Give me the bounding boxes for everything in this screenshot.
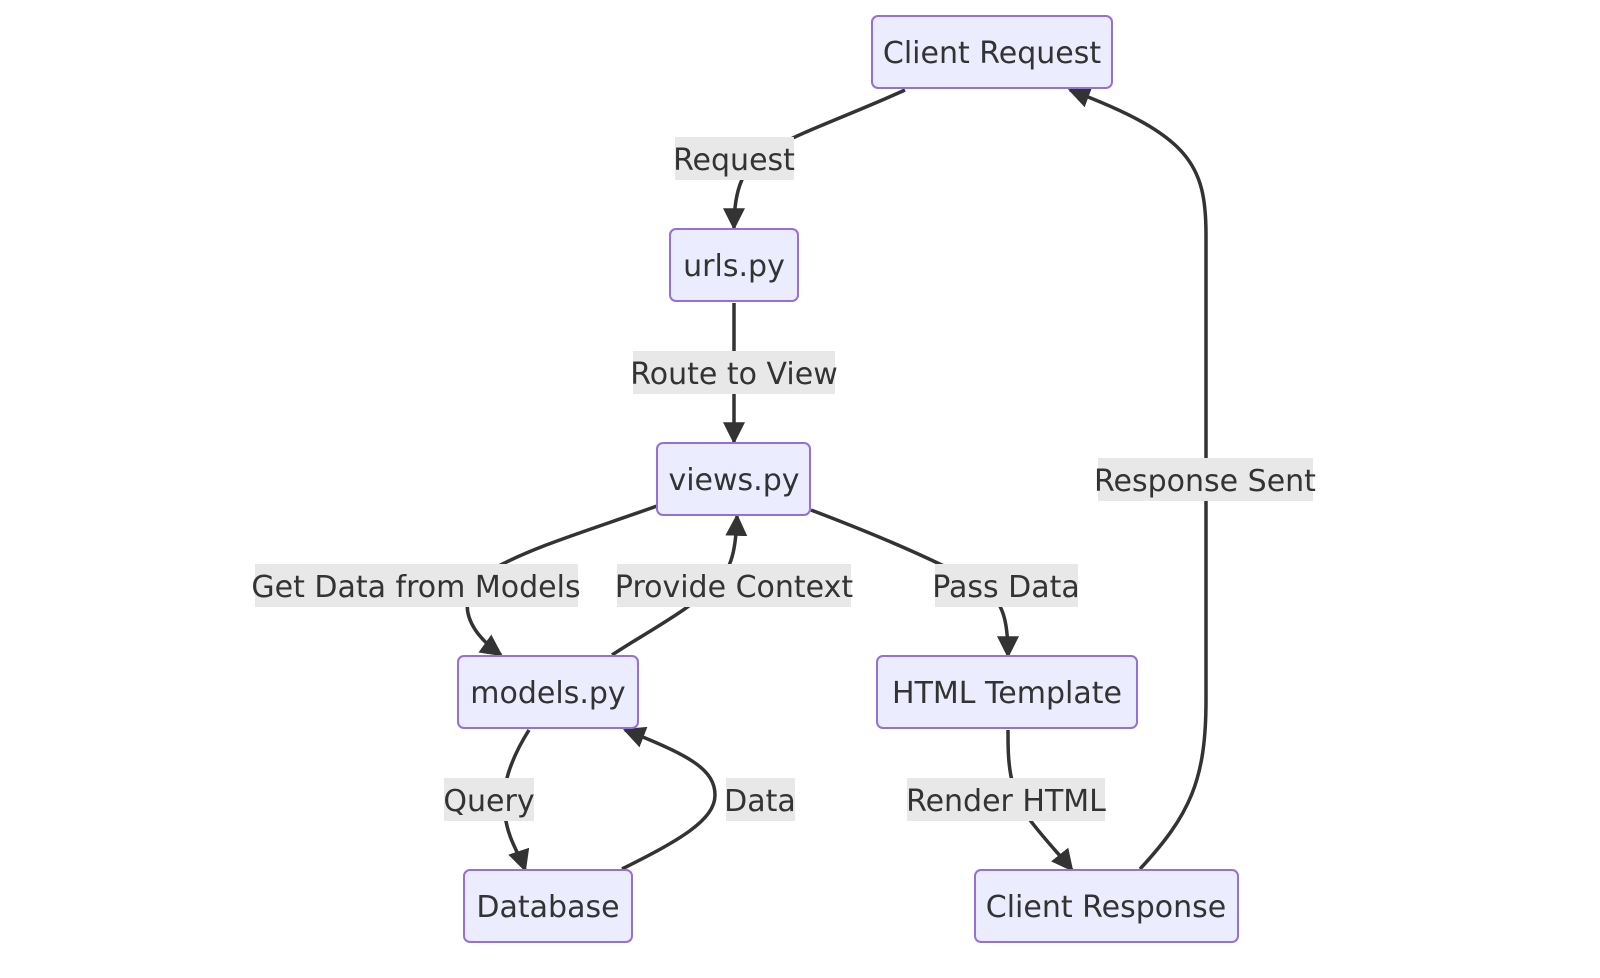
node-models-label: models.py [470,676,625,711]
node-urls-label: urls.py [683,249,785,284]
edge-label-response-sent-text: Response Sent [1094,464,1316,499]
edge-label-provide-context: Provide Context [615,564,853,607]
nodes: Client Request urls.py views.py models.p… [457,15,1239,943]
edge-label-render-html: Render HTML [906,778,1106,821]
edge-label-pass-data: Pass Data [932,564,1080,607]
edge-response-sent [1067,86,1208,871]
edge-label-query-text: Query [443,784,534,819]
node-html-template[interactable]: HTML Template [876,655,1138,729]
edge-label-request-text: Request [673,143,795,178]
node-client-response-label: Client Response [986,890,1226,925]
node-html-template-label: HTML Template [892,676,1122,711]
edge-label-render-html-text: Render HTML [906,784,1106,819]
edge-label-request: Request [673,137,795,180]
node-client-request-label: Client Request [883,36,1101,71]
edge-label-get-data-from-models-text: Get Data from Models [251,570,580,605]
edge-labels: Request Route to View Get Data from Mode… [251,137,1316,821]
node-database[interactable]: Database [463,869,633,943]
node-models[interactable]: models.py [457,655,639,729]
edge-label-data-text: Data [724,784,796,819]
node-client-request[interactable]: Client Request [871,15,1113,89]
edge-label-pass-data-text: Pass Data [932,570,1080,605]
node-urls[interactable]: urls.py [669,228,799,302]
edge-label-route-to-view: Route to View [630,351,838,394]
edge-label-route-to-view-text: Route to View [630,357,837,392]
node-views[interactable]: views.py [656,442,811,516]
edge-label-data: Data [724,778,796,821]
edge-label-provide-context-text: Provide Context [615,570,853,605]
edge-label-response-sent: Response Sent [1094,458,1316,501]
edge-data [621,726,717,871]
node-views-label: views.py [668,463,799,498]
node-database-label: Database [476,890,619,925]
edge-label-query: Query [443,778,535,821]
edge-label-get-data-from-models: Get Data from Models [251,564,581,607]
node-client-response[interactable]: Client Response [974,869,1239,943]
